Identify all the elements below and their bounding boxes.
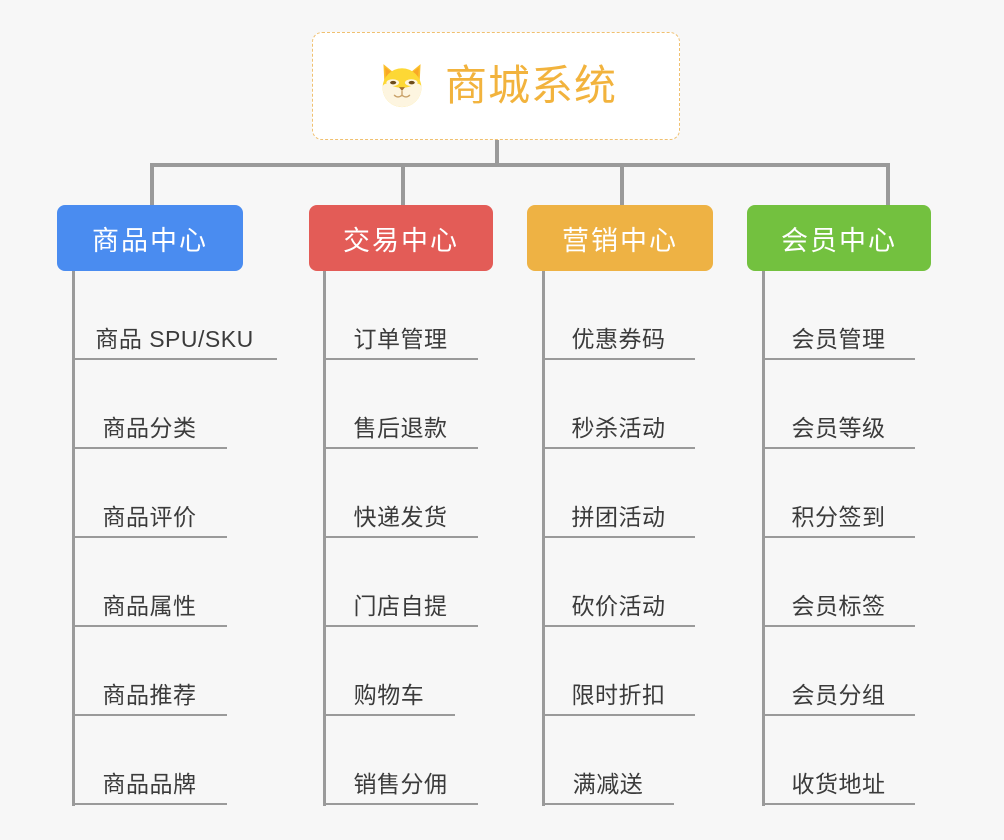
leaf-item[interactable]: 订单管理 <box>323 271 478 360</box>
leaf-item[interactable]: 会员等级 <box>762 360 915 449</box>
leaf-item[interactable]: 秒杀活动 <box>542 360 695 449</box>
column-spine-marketing-center <box>542 271 545 806</box>
leaf-label: 会员分组 <box>791 681 886 708</box>
leaf-label: 商品分类 <box>102 414 197 441</box>
leaf-item[interactable]: 商品评价 <box>72 449 227 538</box>
column-spine-trade-center <box>323 271 326 806</box>
category-box-trade-center[interactable]: 交易中心 <box>309 205 493 271</box>
leaf-label: 快递发货 <box>353 503 448 530</box>
leaf-label: 拼团活动 <box>571 503 666 530</box>
leaf-item[interactable]: 收货地址 <box>762 716 915 805</box>
connector-drop-trade-center <box>401 163 405 205</box>
leaf-label: 商品 SPU/SKU <box>95 325 254 352</box>
leaf-item[interactable]: 积分签到 <box>762 449 915 538</box>
leaf-label: 商品评价 <box>102 503 197 530</box>
leaf-item[interactable]: 优惠券码 <box>542 271 695 360</box>
leaf-item[interactable]: 砍价活动 <box>542 538 695 627</box>
leaf-item[interactable]: 会员标签 <box>762 538 915 627</box>
leaf-item[interactable]: 购物车 <box>323 627 455 716</box>
connector-drop-marketing-center <box>620 163 624 205</box>
leaf-label: 商品属性 <box>102 592 197 619</box>
leaf-label: 会员标签 <box>791 592 886 619</box>
column-spine-product-center <box>72 271 75 806</box>
leaf-item[interactable]: 售后退款 <box>323 360 478 449</box>
category-box-member-center[interactable]: 会员中心 <box>747 205 931 271</box>
leaf-item[interactable]: 限时折扣 <box>542 627 695 716</box>
leaf-item[interactable]: 会员分组 <box>762 627 915 716</box>
column-spine-member-center <box>762 271 765 806</box>
category-box-marketing-center[interactable]: 营销中心 <box>527 205 713 271</box>
leaf-item[interactable]: 门店自提 <box>323 538 478 627</box>
category-box-product-center[interactable]: 商品中心 <box>57 205 243 271</box>
leaf-label: 售后退款 <box>353 414 448 441</box>
category-label: 商品中心 <box>92 225 208 256</box>
leaf-item[interactable]: 快递发货 <box>323 449 478 538</box>
shiba-dog-icon <box>382 64 422 108</box>
connector-drop-product-center <box>150 163 154 205</box>
category-label: 交易中心 <box>343 225 459 256</box>
connector-horizontal-bus <box>150 163 890 167</box>
leaf-item[interactable]: 商品推荐 <box>72 627 227 716</box>
leaf-item[interactable]: 商品品牌 <box>72 716 227 805</box>
leaf-label: 会员管理 <box>791 325 886 352</box>
leaf-item[interactable]: 会员管理 <box>762 271 915 360</box>
leaf-label: 砍价活动 <box>571 592 666 619</box>
leaf-item[interactable]: 商品属性 <box>72 538 227 627</box>
leaf-label: 购物车 <box>353 681 425 708</box>
leaf-label: 积分签到 <box>791 503 886 530</box>
leaf-label: 秒杀活动 <box>571 414 666 441</box>
leaf-label: 订单管理 <box>353 325 448 352</box>
leaf-label: 商品推荐 <box>102 681 197 708</box>
connector-root-stub <box>495 140 499 164</box>
category-label: 营销中心 <box>562 225 678 256</box>
leaf-label: 会员等级 <box>791 414 886 441</box>
leaf-label: 门店自提 <box>353 592 448 619</box>
connector-drop-member-center <box>886 163 890 205</box>
leaf-item[interactable]: 拼团活动 <box>542 449 695 538</box>
leaf-item[interactable]: 商品 SPU/SKU <box>72 271 277 360</box>
leaf-label: 优惠券码 <box>571 325 666 352</box>
leaf-label: 限时折扣 <box>571 681 666 708</box>
root-node[interactable]: 商城系统 <box>312 32 680 140</box>
leaf-item[interactable]: 销售分佣 <box>323 716 478 805</box>
leaf-label: 收货地址 <box>791 770 886 797</box>
leaf-label: 满减送 <box>572 770 644 797</box>
root-title: 商城系统 <box>444 62 617 109</box>
leaf-item[interactable]: 满减送 <box>542 716 674 805</box>
category-label: 会员中心 <box>781 225 897 256</box>
leaf-label: 商品品牌 <box>102 770 197 797</box>
leaf-item[interactable]: 商品分类 <box>72 360 227 449</box>
leaf-label: 销售分佣 <box>353 770 448 797</box>
